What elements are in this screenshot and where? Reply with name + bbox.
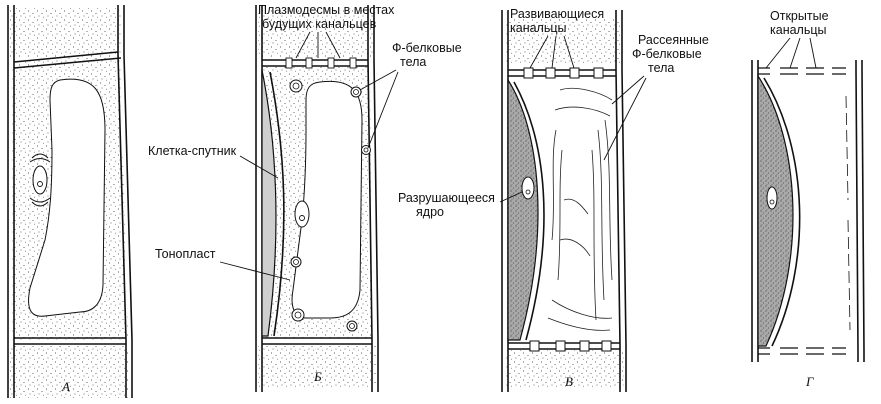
- label-dispersed-line2: Ф-белковые: [632, 47, 702, 61]
- panel-g-left-wall: [751, 70, 759, 352]
- panel-b-left-wall: [255, 5, 263, 392]
- label-open-channels-line2: канальцы: [770, 23, 827, 37]
- panel-v-companion-cell: [507, 77, 539, 341]
- label-companion-cell-text: Клетка-спутник: [148, 144, 237, 158]
- panel-a-bottom-end-wall: [14, 337, 126, 345]
- panel-v-letter: В: [565, 374, 573, 389]
- panel-g-companion-wall: [763, 77, 801, 347]
- label-companion-cell-leader: [239, 155, 279, 179]
- panel-a-left-wall: [7, 5, 15, 398]
- panel-a-upper-cell: [10, 8, 122, 58]
- panel-v-dispersed-f-protein: [547, 87, 613, 331]
- label-developing-channels-line1: Развивающиеся: [510, 7, 604, 21]
- panel-g-open-channels-bottom: [758, 347, 846, 355]
- panel-g-companion-cell: [757, 73, 794, 347]
- panel-g-letter: Г: [805, 374, 814, 389]
- label-tonoplast: Тонопласт: [155, 247, 291, 281]
- panel-g-companion-nucleus: [766, 186, 778, 210]
- label-dispersed-line3: тела: [648, 61, 674, 75]
- label-dispersed-f-protein: Рассеянные Ф-белковые тела: [603, 33, 709, 161]
- panel-b-nucleus: [294, 200, 310, 228]
- panel-a-letter: А: [61, 379, 70, 394]
- panel-b-companion-wall: [269, 71, 285, 337]
- label-open-channels: Открытые канальцы: [765, 9, 829, 69]
- label-open-channels-leaders: [765, 37, 817, 69]
- panel-b-plasmodesmata: [285, 57, 357, 69]
- panel-a-nucleus: [29, 153, 51, 207]
- panel-b-f-protein-bodies: [289, 79, 371, 332]
- panel-a-lower-cell: [10, 345, 128, 398]
- panel-b-vacuole: [291, 80, 363, 319]
- panel-b-companion-cell: [261, 69, 277, 337]
- label-plasmodesmata-line2: будущих канальцев: [262, 17, 377, 31]
- label-f-protein-line2: тела: [400, 55, 426, 69]
- panel-b-right-wall: [367, 5, 379, 392]
- panel-v-right-wall: [615, 10, 627, 392]
- label-developing-channels-leaders: [529, 35, 575, 69]
- panel-g-parietal-layer: [845, 95, 851, 331]
- label-plasmodesmata: Плазмодесмы в местах будущих канальцев: [258, 3, 395, 59]
- panel-b: Б: [255, 5, 379, 392]
- label-tonoplast-leader: [219, 261, 291, 281]
- label-developing-channels: Развивающиеся канальцы: [510, 7, 604, 69]
- label-degrading-nucleus-line2: ядро: [416, 205, 444, 219]
- panel-a-right-wall: [117, 5, 133, 398]
- label-dispersed-line1: Рассеянные: [638, 33, 709, 47]
- label-f-protein-line1: Ф-белковые: [392, 41, 462, 55]
- panel-g: Г: [751, 60, 865, 389]
- label-open-channels-line1: Открытые: [770, 9, 829, 23]
- label-developing-channels-line2: канальцы: [510, 21, 567, 35]
- panel-g-top-wall-stubs: [751, 60, 863, 70]
- panel-b-bottom-end-wall: [262, 337, 372, 345]
- panel-b-letter: Б: [313, 369, 322, 384]
- panel-v: В: [501, 10, 627, 392]
- panel-v-lower-cell: [506, 350, 624, 388]
- panel-a-vacuole: [28, 78, 106, 317]
- panel-a-top-end-wall: [13, 51, 122, 69]
- label-f-protein-leaders: [359, 69, 399, 149]
- label-degrading-nucleus: Разрушающееся ядро: [398, 191, 523, 219]
- panel-a: А: [7, 5, 133, 398]
- panel-v-developing-channels: [523, 67, 612, 352]
- panel-g-bottom-wall-stubs: [751, 352, 865, 362]
- label-degrading-nucleus-leader: [499, 191, 523, 203]
- panel-b-upper-cell: [258, 10, 374, 58]
- panel-b-lower-cell: [258, 345, 376, 388]
- label-tonoplast-text: Тонопласт: [155, 247, 216, 261]
- panel-v-degrading-nucleus: [521, 176, 535, 200]
- panel-v-companion-wall: [513, 81, 545, 341]
- label-f-protein-bodies: Ф-белковые тела: [359, 41, 462, 149]
- label-degrading-nucleus-line1: Разрушающееся: [398, 191, 495, 205]
- label-companion-cell: Клетка-спутник: [148, 144, 279, 179]
- label-plasmodesmata-leaders: [295, 31, 341, 59]
- panel-g-open-channels-top: [758, 67, 846, 75]
- panel-g-right-wall: [855, 69, 865, 353]
- label-plasmodesmata-line1: Плазмодесмы в местах: [258, 3, 395, 17]
- label-dispersed-leaders: [603, 75, 647, 161]
- panel-v-upper-cell: [506, 18, 620, 64]
